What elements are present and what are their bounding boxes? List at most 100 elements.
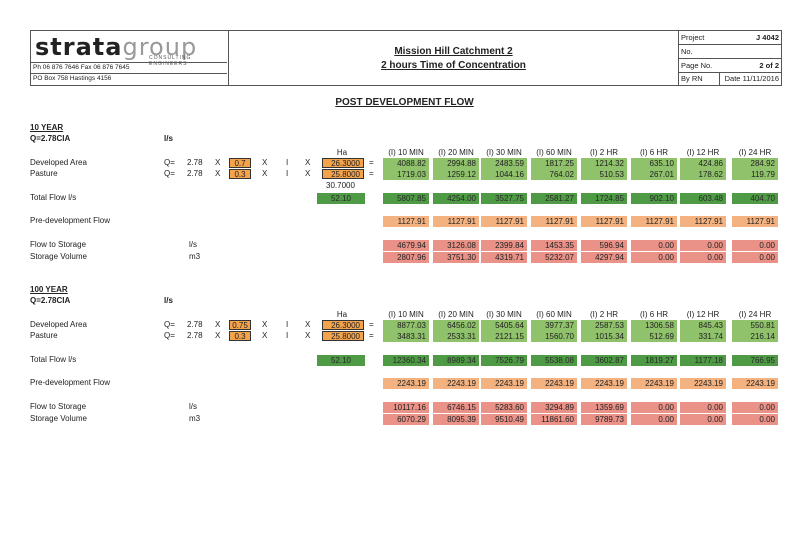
storage-unit-ls: l/s: [189, 240, 197, 249]
developed-flow-cell: 284.92: [732, 158, 778, 169]
storage-volume-cell: 0.00: [680, 414, 726, 425]
pasture-flow-cell: 1719.03: [383, 169, 429, 180]
developed-flow-cell: 8877.03: [383, 320, 429, 331]
developed-flow-cell: 2587.53: [581, 320, 627, 331]
q-label: Q=: [164, 169, 175, 178]
column-header: (I) 24 HR: [738, 148, 772, 157]
equals-sign: =: [369, 320, 374, 329]
coef-value: 2.78: [187, 158, 203, 167]
developed-flow-cell: 845.43: [680, 320, 726, 331]
section-formula: Q=2.78CIA: [30, 296, 71, 305]
pasture-area-ha: 25.8000: [322, 169, 364, 179]
predev-flow-cell: 2243.19: [481, 378, 527, 389]
pasture-flow-cell: 119.79: [732, 169, 778, 180]
flow-to-storage-cell: 1453.35: [531, 240, 577, 251]
column-header: (I) 6 HR: [640, 148, 668, 157]
total-flow-cell: 3602.87: [581, 355, 627, 366]
coef-value: 2.78: [187, 169, 203, 178]
pasture-flow-cell: 2121.15: [481, 331, 527, 342]
storage-volume-cell: 3751.30: [433, 252, 479, 263]
flow-to-storage-cell: 0.00: [631, 402, 677, 413]
developed-flow-cell: 6456.02: [433, 320, 479, 331]
total-flow-cell: 8989.34: [433, 355, 479, 366]
predev-flow-cell: 1127.91: [433, 216, 479, 227]
project-label: Project: [681, 33, 705, 42]
developed-area-ha: 26.3000: [322, 320, 364, 330]
developed-coefficient: 0.7: [229, 158, 251, 168]
page-label: Page No.: [681, 61, 713, 70]
flow-to-storage-cell: 3294.89: [531, 402, 577, 413]
flow-to-storage-cell: 10117.16: [383, 402, 429, 413]
x-sign: X: [305, 158, 311, 167]
developed-flow-cell: 2483.59: [481, 158, 527, 169]
x-sign: X: [215, 331, 221, 340]
storage-volume-label: Storage Volume: [30, 414, 87, 423]
strata-logo: stratagroup: [35, 33, 198, 61]
storage-volume-cell: 9789.73: [581, 414, 627, 425]
column-header: (I) 30 MIN: [486, 310, 522, 319]
flow-to-storage-cell: 0.00: [680, 240, 726, 251]
total-flow-cell: 5807.85: [383, 193, 429, 204]
header-block: stratagroup CONSULTING ENGINEERS Ph 06 8…: [30, 30, 782, 86]
predev-flow-label: Pre-development Flow: [30, 216, 111, 225]
x-sign: X: [262, 169, 268, 178]
equals-sign: =: [369, 158, 374, 167]
total-flow-cell: 2581.27: [531, 193, 577, 204]
predev-flow-cell: 2243.19: [631, 378, 677, 389]
total-flow-cell: 5538.08: [531, 355, 577, 366]
section-title: 100 YEAR: [30, 285, 68, 294]
total-flow-cell: 7526.79: [481, 355, 527, 366]
developed-flow-cell: 635.10: [631, 158, 677, 169]
column-header: (I) 6 HR: [640, 310, 668, 319]
column-header: (I) 10 MIN: [388, 148, 424, 157]
flow-to-storage-cell: 2399.84: [481, 240, 527, 251]
storage-unit-ls: l/s: [189, 402, 197, 411]
developed-flow-cell: 1214.32: [581, 158, 627, 169]
column-header: (I) 60 MIN: [536, 148, 572, 157]
total-flow-cell: 902.10: [631, 193, 677, 204]
pasture-flow-cell: 3483.31: [383, 331, 429, 342]
no-label: No.: [681, 47, 693, 56]
x-sign: X: [215, 320, 221, 329]
ha-header: Ha: [336, 148, 348, 157]
by-label: By RN: [681, 74, 703, 83]
pasture-flow-cell: 1044.16: [481, 169, 527, 180]
flow-to-storage-cell: 596.94: [581, 240, 627, 251]
storage-volume-cell: 11861.60: [531, 414, 577, 425]
total-flow-cell: 1724.85: [581, 193, 627, 204]
storage-unit-m3: m3: [189, 414, 201, 423]
flow-to-storage-cell: 6746.15: [433, 402, 479, 413]
storage-volume-cell: 4297.94: [581, 252, 627, 263]
predev-flow-cell: 2243.19: [531, 378, 577, 389]
x-sign: X: [305, 169, 311, 178]
predev-flow-cell: 2243.19: [732, 378, 778, 389]
total-flow-label: Total Flow l/s: [30, 355, 77, 364]
coef-value: 2.78: [187, 331, 203, 340]
catchment-title: Mission Hill Catchment 2: [394, 46, 513, 57]
predev-flow-cell: 1127.91: [581, 216, 627, 227]
predev-flow-cell: 1127.91: [481, 216, 527, 227]
developed-flow-cell: 424.86: [680, 158, 726, 169]
ha-header: Ha: [336, 310, 348, 319]
flow-to-storage-label: Flow to Storage: [30, 240, 87, 249]
column-header: (I) 10 MIN: [388, 310, 424, 319]
section-unit: l/s: [164, 134, 173, 143]
storage-volume-cell: 0.00: [631, 414, 677, 425]
total-flow-label: Total Flow l/s: [30, 193, 77, 202]
flow-to-storage-cell: 0.00: [680, 402, 726, 413]
developed-flow-cell: 550.81: [732, 320, 778, 331]
pasture-flow-cell: 764.02: [531, 169, 577, 180]
pasture-flow-cell: 1015.34: [581, 331, 627, 342]
q-label: Q=: [164, 158, 175, 167]
equals-sign: =: [369, 169, 374, 178]
x-sign: X: [262, 320, 268, 329]
column-header: (I) 12 HR: [686, 310, 720, 319]
predev-flow-cell: 1127.91: [631, 216, 677, 227]
x-sign: X: [215, 158, 221, 167]
developed-label: Developed Area: [30, 320, 87, 329]
predev-flow-cell: 2243.19: [383, 378, 429, 389]
flow-to-storage-cell: 0.00: [732, 402, 778, 413]
developed-label: Developed Area: [30, 158, 87, 167]
flow-to-storage-cell: 3126.08: [433, 240, 479, 251]
storage-volume-cell: 5232.07: [531, 252, 577, 263]
